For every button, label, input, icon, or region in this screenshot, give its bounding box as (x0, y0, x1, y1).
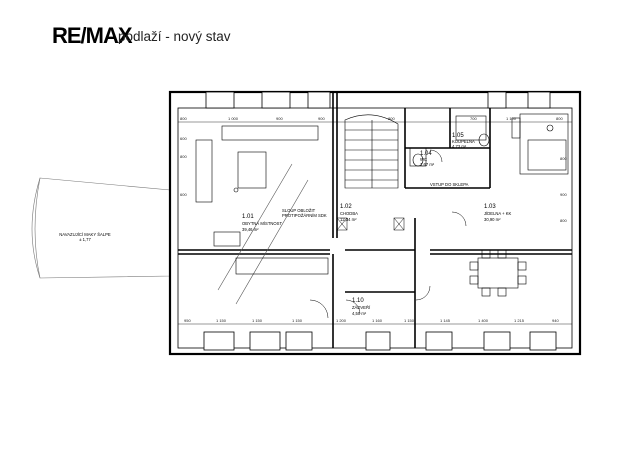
porch: NAVAZUJÍCÍ MAKY ŠALPE± 1,77 (31, 177, 171, 279)
dimensions-left: 600 800 600 (180, 136, 187, 197)
dim-right: 800 (560, 156, 567, 161)
dim-bottom: 1 400 (478, 318, 489, 323)
doors (309, 149, 467, 319)
dim-right: 800 (560, 218, 567, 223)
dining-table (469, 249, 527, 297)
partitions (178, 92, 572, 348)
dim-right: 900 (560, 192, 567, 197)
room-labels: 1.01 OBYTNÁ MÍSTNOST 39,46 m² 1.02 CHODB… (242, 133, 512, 316)
dim-top: 800 (388, 116, 395, 121)
room-1-03-area: 30,90 m² (484, 217, 501, 222)
room-1-04-id: 1.04 (420, 151, 432, 157)
dim-bottom: 1 145 (440, 318, 451, 323)
dimension-lines (178, 121, 572, 325)
dim-top: 900 (318, 116, 325, 121)
stair-access-note: VSTUP DO SKLEPA (430, 182, 469, 187)
staircase (344, 114, 399, 189)
room-1-01-id: 1.01 (242, 214, 254, 220)
room-1-10-name: ZÁDVEŘÍ (352, 305, 371, 310)
room-1-03-id: 1.03 (484, 204, 496, 210)
porch-note: NAVAZUJÍCÍ MAKY ŠALPE± 1,77 (59, 232, 111, 242)
dim-bottom: 940 (552, 318, 559, 323)
dim-bottom: 1 150 (404, 318, 415, 323)
shafts (336, 217, 405, 231)
remax-logo: RE/MAX (52, 23, 133, 48)
dim-top: 1 100 (506, 116, 517, 121)
dimensions-top: 800 1 000 900 900 800 700 1 100 800 (180, 116, 563, 121)
room-1-01-name: OBYTNÁ MÍSTNOST (242, 221, 282, 226)
room-1-10-id: 1.10 (352, 298, 364, 304)
room-1-02-area: 12,34 m² (340, 217, 357, 222)
room-1-10-area: 4,50 m² (352, 311, 367, 316)
dim-bottom: 1 200 (336, 318, 347, 323)
dim-top: 700 (470, 116, 477, 121)
room-1-03-name: JÍDELNA + KK (484, 211, 512, 216)
living-furniture (195, 125, 329, 305)
top-windows (205, 91, 551, 109)
room-1-04-area: 1,67 m² (420, 162, 435, 167)
room-1-05-id: 1.05 (452, 133, 464, 139)
dim-bottom: 1 150 (216, 318, 227, 323)
dim-bottom: 950 (184, 318, 191, 323)
dimensions-right: 800 900 800 (560, 156, 567, 223)
room-1-01-area: 39,46 m² (242, 227, 259, 232)
room-1-04-name: WC (420, 157, 427, 162)
room-1-02-name: CHODBA (340, 211, 358, 216)
bottom-windows (203, 331, 557, 351)
bathroom-fixtures (409, 115, 490, 167)
dim-bottom: 1 215 (514, 318, 525, 323)
dim-left: 800 (180, 154, 187, 159)
dim-top: 800 (556, 116, 563, 121)
kitchen (511, 113, 569, 175)
dim-bottom: 1 150 (252, 318, 263, 323)
room-1-05-area: 4,73 m² (452, 144, 467, 149)
header: RE/MAX podlaží - nový stav (52, 24, 452, 48)
dim-top: 800 (180, 116, 187, 121)
dim-left: 600 (180, 136, 187, 141)
outer-walls (168, 90, 582, 356)
dim-left: 600 (180, 192, 187, 197)
page-title: podlaží - nový stav (118, 29, 231, 44)
dim-bottom: 1 160 (372, 318, 383, 323)
dimensions-bottom: 950 1 150 1 150 1 150 1 200 1 160 1 150 … (184, 318, 559, 323)
dim-top: 1 000 (228, 116, 239, 121)
room-1-05-name: KOUPELNA (452, 139, 475, 144)
dim-bottom: 1 150 (292, 318, 303, 323)
room-1-02-id: 1.02 (340, 204, 352, 210)
dim-top: 900 (276, 116, 283, 121)
